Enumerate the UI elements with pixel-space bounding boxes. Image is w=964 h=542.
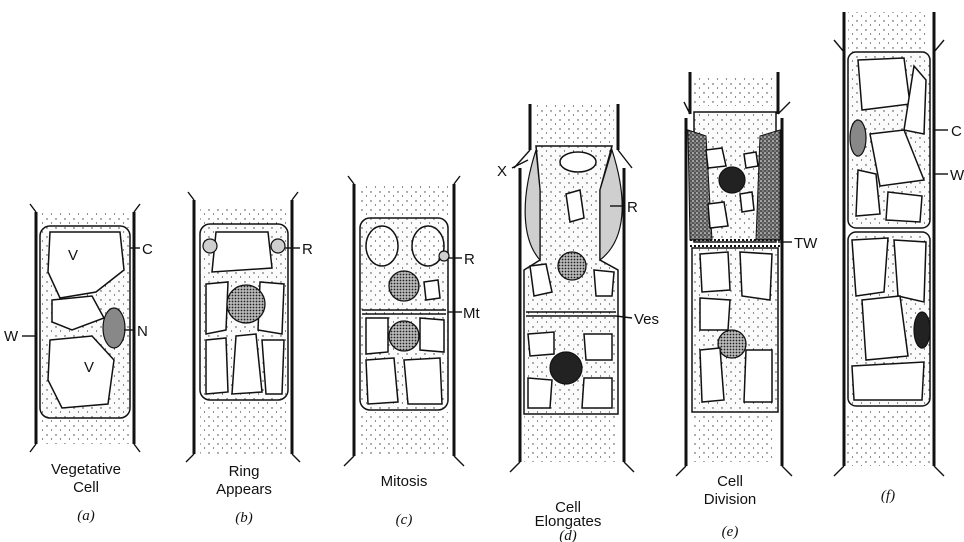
- panel-f: C W (f): [834, 12, 964, 504]
- label-nucleus: N: [137, 323, 148, 340]
- label-chloroplast-f: C: [951, 123, 962, 140]
- sublabel-e: (e): [722, 524, 739, 540]
- label-ring-b: R: [302, 241, 313, 258]
- caption-e-line1: Cell: [717, 473, 743, 490]
- caption-c-line1: Mitosis: [381, 473, 428, 490]
- sublabel-b: (b): [235, 510, 253, 526]
- label-transverse-wall: TW: [794, 235, 818, 252]
- sublabel-f: (f): [881, 488, 895, 504]
- panel-e: TW Cell Division (e): [676, 72, 818, 540]
- caption-a-line1: Vegetative: [51, 461, 121, 478]
- caption-e-line2: Division: [704, 491, 757, 508]
- caption-b-line2: Appears: [216, 481, 272, 498]
- sublabel-a: (a): [77, 508, 95, 524]
- caption-b-line1: Ring: [229, 463, 260, 480]
- panel-b: R Ring Appears (b): [186, 192, 313, 526]
- sublabel-d: (d): [559, 528, 577, 542]
- label-vacuole-top: V: [68, 247, 78, 264]
- label-wall-f: W: [950, 167, 964, 184]
- panel-c: R Mt Mitosis (c): [344, 176, 480, 528]
- label-chloroplast: C: [142, 241, 153, 258]
- sublabel-c: (c): [396, 512, 413, 528]
- label-vacuole-bottom: V: [84, 359, 94, 376]
- label-x: X: [497, 163, 507, 180]
- panel-a: V V C N W Vegetative Cell (a): [4, 204, 153, 524]
- label-ring-c: R: [464, 251, 475, 268]
- label-vesicles: Ves: [634, 311, 659, 328]
- panel-d: X R Ves Cell Elongates (d): [497, 104, 659, 542]
- label-microtubules: Mt: [463, 305, 480, 322]
- caption-a-line2: Cell: [73, 479, 99, 496]
- label-ring-d: R: [627, 199, 638, 216]
- label-wall: W: [4, 328, 19, 345]
